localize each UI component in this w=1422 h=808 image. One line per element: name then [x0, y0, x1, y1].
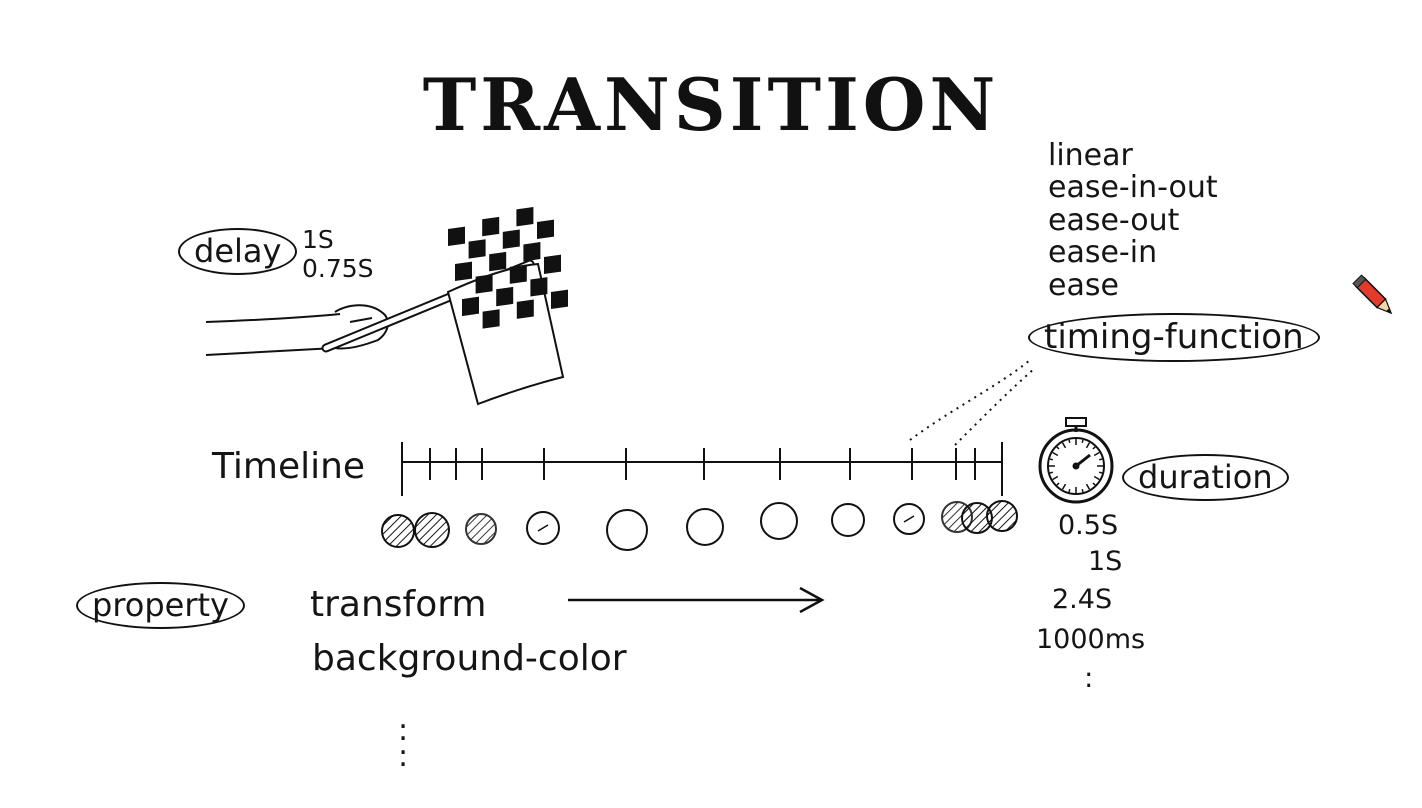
property-value: transform [310, 584, 487, 625]
duration-value: 1S [1088, 546, 1123, 577]
timing-function-value: linear [1048, 138, 1133, 173]
duration-value: 1000ms [1036, 624, 1146, 655]
timeline-axis [401, 442, 1003, 496]
continuation-mark: : [398, 739, 409, 774]
stopwatch-icon [1038, 417, 1114, 504]
timing-function-label: timing-function [1028, 313, 1320, 363]
timing-function-value: ease-in [1048, 235, 1158, 271]
duration-value: 2.4S [1052, 584, 1113, 615]
timing-function-values: linear ease-in-out ease-out ease-in ease [1048, 138, 1218, 303]
property-value: background-color [312, 638, 627, 679]
timing-function-value: ease-in-out [1048, 170, 1218, 206]
continuation-mark: : [398, 713, 409, 748]
delay-value: 1S [302, 225, 334, 254]
timing-function-value: ease-out [1048, 202, 1180, 238]
pencil-icon [1352, 274, 1393, 315]
delay-value: 0.75S [302, 253, 374, 283]
continuation-mark: : [1084, 661, 1094, 694]
delay-label: delay [178, 228, 298, 276]
delay-values: 1S 0.75S [302, 225, 374, 284]
timing-function-value: ease [1048, 267, 1119, 303]
property-label: property [76, 582, 245, 630]
duration-label: duration [1122, 454, 1289, 502]
timing-function-guides [909, 359, 1036, 446]
duration-value: 0.5S [1058, 510, 1119, 541]
timeline-label: Timeline [212, 446, 366, 487]
checkered-flag-icon [446, 207, 568, 406]
direction-arrow [568, 586, 825, 614]
motion-circles [381, 500, 1018, 551]
diagram-title: TRANSITION [422, 62, 1000, 147]
